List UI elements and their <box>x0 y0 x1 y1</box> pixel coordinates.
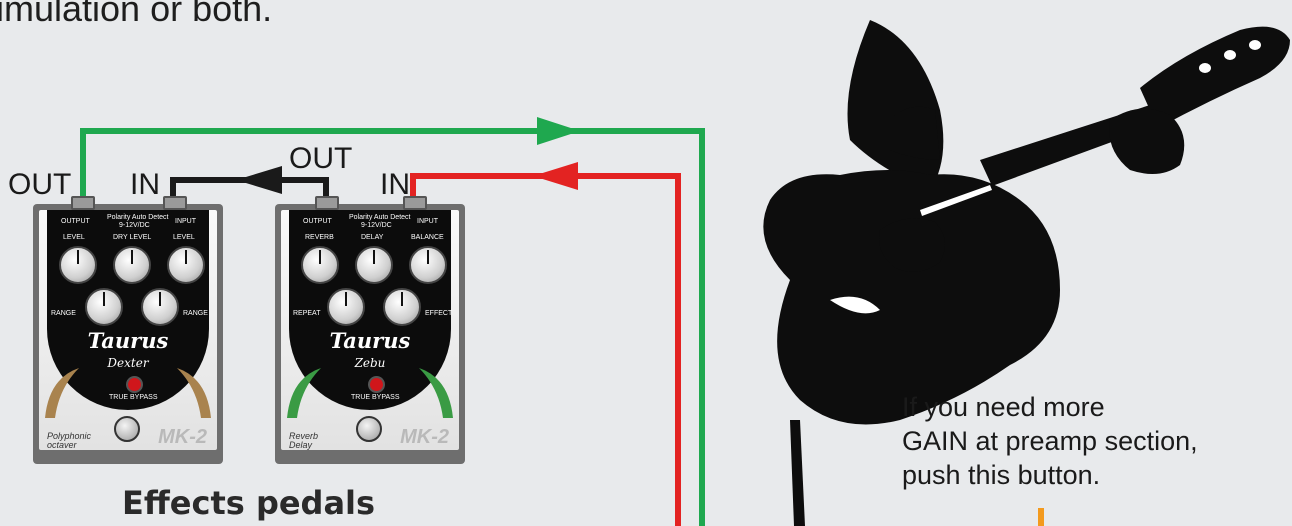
pedal2-out-label: OUT <box>289 142 352 176</box>
knob-label: REVERB <box>305 234 334 241</box>
pedal-zebu: OUTPUT Polarity Auto Detect 9-12V/DC INP… <box>275 204 465 464</box>
pedal-face: OUTPUT Polarity Auto Detect 9-12V/DC INP… <box>281 210 459 450</box>
gain-note: If you need more GAIN at preamp section,… <box>902 390 1292 492</box>
pedal-description: Polyphonic octaver <box>47 432 91 450</box>
input-jack <box>403 196 427 210</box>
knob-label: LEVEL <box>63 234 85 241</box>
wing-decoration-right <box>419 368 453 418</box>
description-line: octaver <box>47 441 91 450</box>
knob-label: BALANCE <box>411 234 444 241</box>
bypass-text: TRUE BYPASS <box>351 394 400 401</box>
footswitch[interactable] <box>114 416 140 442</box>
range-knob[interactable] <box>85 288 123 326</box>
effects-pedals-caption: Effects pedals <box>122 484 375 522</box>
wing-decoration-right <box>177 368 211 418</box>
knob-label: REPEAT <box>293 310 321 317</box>
output-jack <box>315 196 339 210</box>
polarity-text: Polarity Auto Detect <box>349 214 410 221</box>
pedal-brand: Taurus <box>289 328 451 353</box>
input-jack <box>163 196 187 210</box>
note-line: GAIN at preamp section, <box>902 424 1292 458</box>
pedal-brand: Taurus <box>47 328 209 353</box>
reverb-knob[interactable] <box>301 246 339 284</box>
balance-knob[interactable] <box>409 246 447 284</box>
voltage-text: 9-12V/DC <box>119 222 150 229</box>
pedal-face: OUTPUT Polarity Auto Detect 9-12V/DC INP… <box>39 210 217 450</box>
pedal1-out-label: OUT <box>8 168 71 202</box>
wing-decoration-left <box>45 368 79 418</box>
range-knob[interactable] <box>141 288 179 326</box>
model-badge: MK-2 <box>400 426 449 449</box>
effect-knob[interactable] <box>383 288 421 326</box>
wing-decoration-left <box>287 368 321 418</box>
level-knob[interactable] <box>167 246 205 284</box>
level-knob[interactable] <box>59 246 97 284</box>
note-line: If you need more <box>902 390 1292 424</box>
jack-label-input: INPUT <box>175 218 196 225</box>
knob-label: RANGE <box>51 310 76 317</box>
pedal-dexter: OUTPUT Polarity Auto Detect 9-12V/DC INP… <box>33 204 223 464</box>
delay-knob[interactable] <box>355 246 393 284</box>
link-arrow <box>236 166 282 194</box>
dry-level-knob[interactable] <box>113 246 151 284</box>
send-arrow <box>537 117 580 145</box>
jack-label-output: OUTPUT <box>61 218 90 225</box>
knob-label: EFFECT <box>425 310 452 317</box>
output-jack <box>71 196 95 210</box>
jack-label-output: OUTPUT <box>303 218 332 225</box>
jack-label-input: INPUT <box>417 218 438 225</box>
pedal-description: Reverb Delay <box>289 432 318 450</box>
model-badge: MK-2 <box>158 426 207 449</box>
status-led <box>126 376 143 393</box>
bypass-text: TRUE BYPASS <box>109 394 158 401</box>
note-line: push this button. <box>902 458 1292 492</box>
footswitch[interactable] <box>356 416 382 442</box>
knob-label: RANGE <box>183 310 208 317</box>
knob-label: DELAY <box>361 234 383 241</box>
return-arrow <box>533 162 578 190</box>
status-led <box>368 376 385 393</box>
description-line: Delay <box>289 441 318 450</box>
knob-label: LEVEL <box>173 234 195 241</box>
knob-label: DRY LEVEL <box>113 234 151 241</box>
voltage-text: 9-12V/DC <box>361 222 392 229</box>
polarity-text: Polarity Auto Detect <box>107 214 168 221</box>
pedal1-in-label: IN <box>130 168 160 202</box>
repeat-knob[interactable] <box>327 288 365 326</box>
